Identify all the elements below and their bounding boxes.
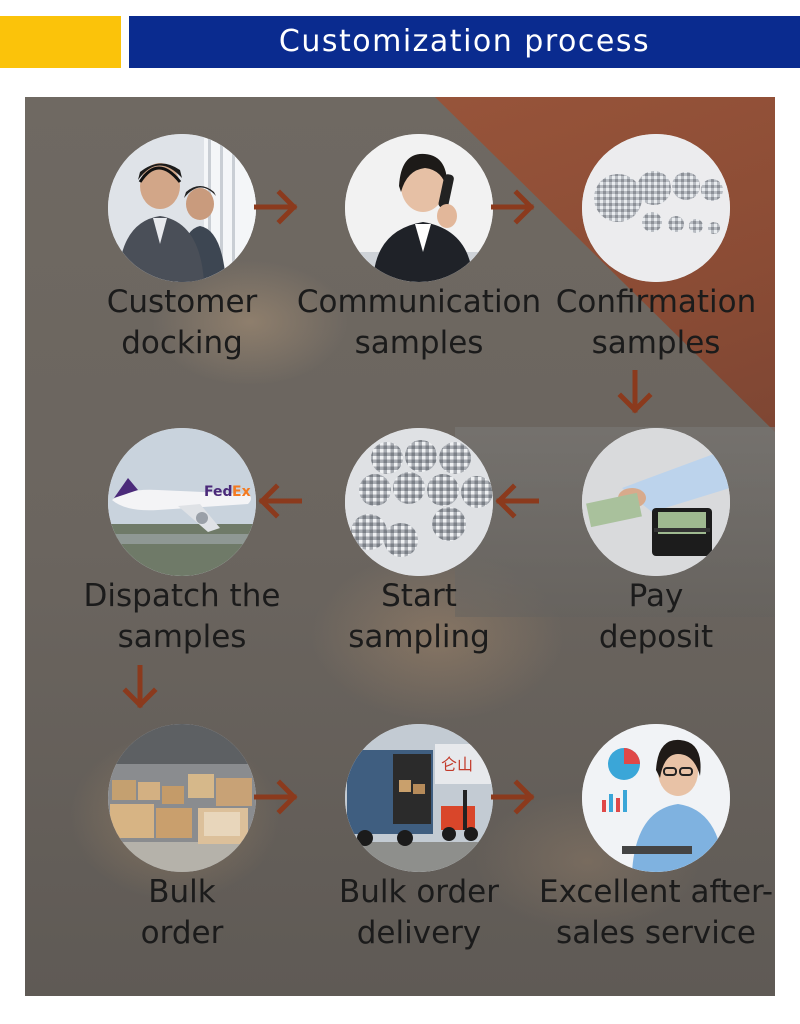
arrow-down-icon bbox=[120, 665, 160, 711]
step-confirmation-samples: Confirmation samples bbox=[536, 134, 775, 374]
step-communication-samples: Communication samples bbox=[299, 134, 539, 374]
arrow-left-icon bbox=[493, 481, 539, 521]
container-truck-forklift-photo: 仑山 bbox=[345, 724, 493, 872]
arrow-right-icon bbox=[254, 187, 300, 227]
header-accent-block bbox=[0, 16, 121, 68]
fedex-logo-fed: Fed bbox=[204, 484, 233, 500]
step-bulk-order: Bulk order bbox=[62, 724, 302, 964]
mirror-balls-tray-photo bbox=[345, 428, 493, 576]
fedex-logo-ex: Ex bbox=[232, 484, 251, 500]
call-center-agents-photo bbox=[108, 134, 256, 282]
disco-balls-sizes-photo bbox=[582, 134, 730, 282]
page-title: Customization process bbox=[129, 16, 800, 68]
step-after-sales-service: Excellent after- sales service bbox=[536, 724, 775, 964]
step-label: Confirmation samples bbox=[516, 282, 775, 364]
arrow-right-icon bbox=[491, 187, 537, 227]
step-start-sampling: Start sampling bbox=[299, 428, 539, 668]
fedex-airplane-photo: Fed Ex bbox=[108, 428, 256, 576]
step-customer-docking: Customer docking bbox=[62, 134, 302, 374]
support-agent-headset-photo bbox=[582, 724, 730, 872]
warehouse-boxes-photo bbox=[108, 724, 256, 872]
svg-text:仑山: 仑山 bbox=[441, 755, 473, 774]
step-label: Excellent after- sales service bbox=[516, 872, 775, 954]
process-panel: Customer docking Communication samples bbox=[25, 97, 775, 996]
arrow-down-icon bbox=[615, 370, 655, 416]
arrow-left-icon bbox=[256, 481, 302, 521]
businesswoman-phone-photo bbox=[345, 134, 493, 282]
step-pay-deposit: Pay deposit bbox=[536, 428, 775, 668]
step-label: Pay deposit bbox=[516, 576, 775, 658]
step-bulk-order-delivery: 仑山 Bulk order delivery bbox=[299, 724, 539, 964]
arrow-right-icon bbox=[254, 777, 300, 817]
paying-cash-photo bbox=[582, 428, 730, 576]
step-dispatch-samples: Fed Ex Dispatch the samples bbox=[62, 428, 302, 668]
arrow-right-icon bbox=[491, 777, 537, 817]
